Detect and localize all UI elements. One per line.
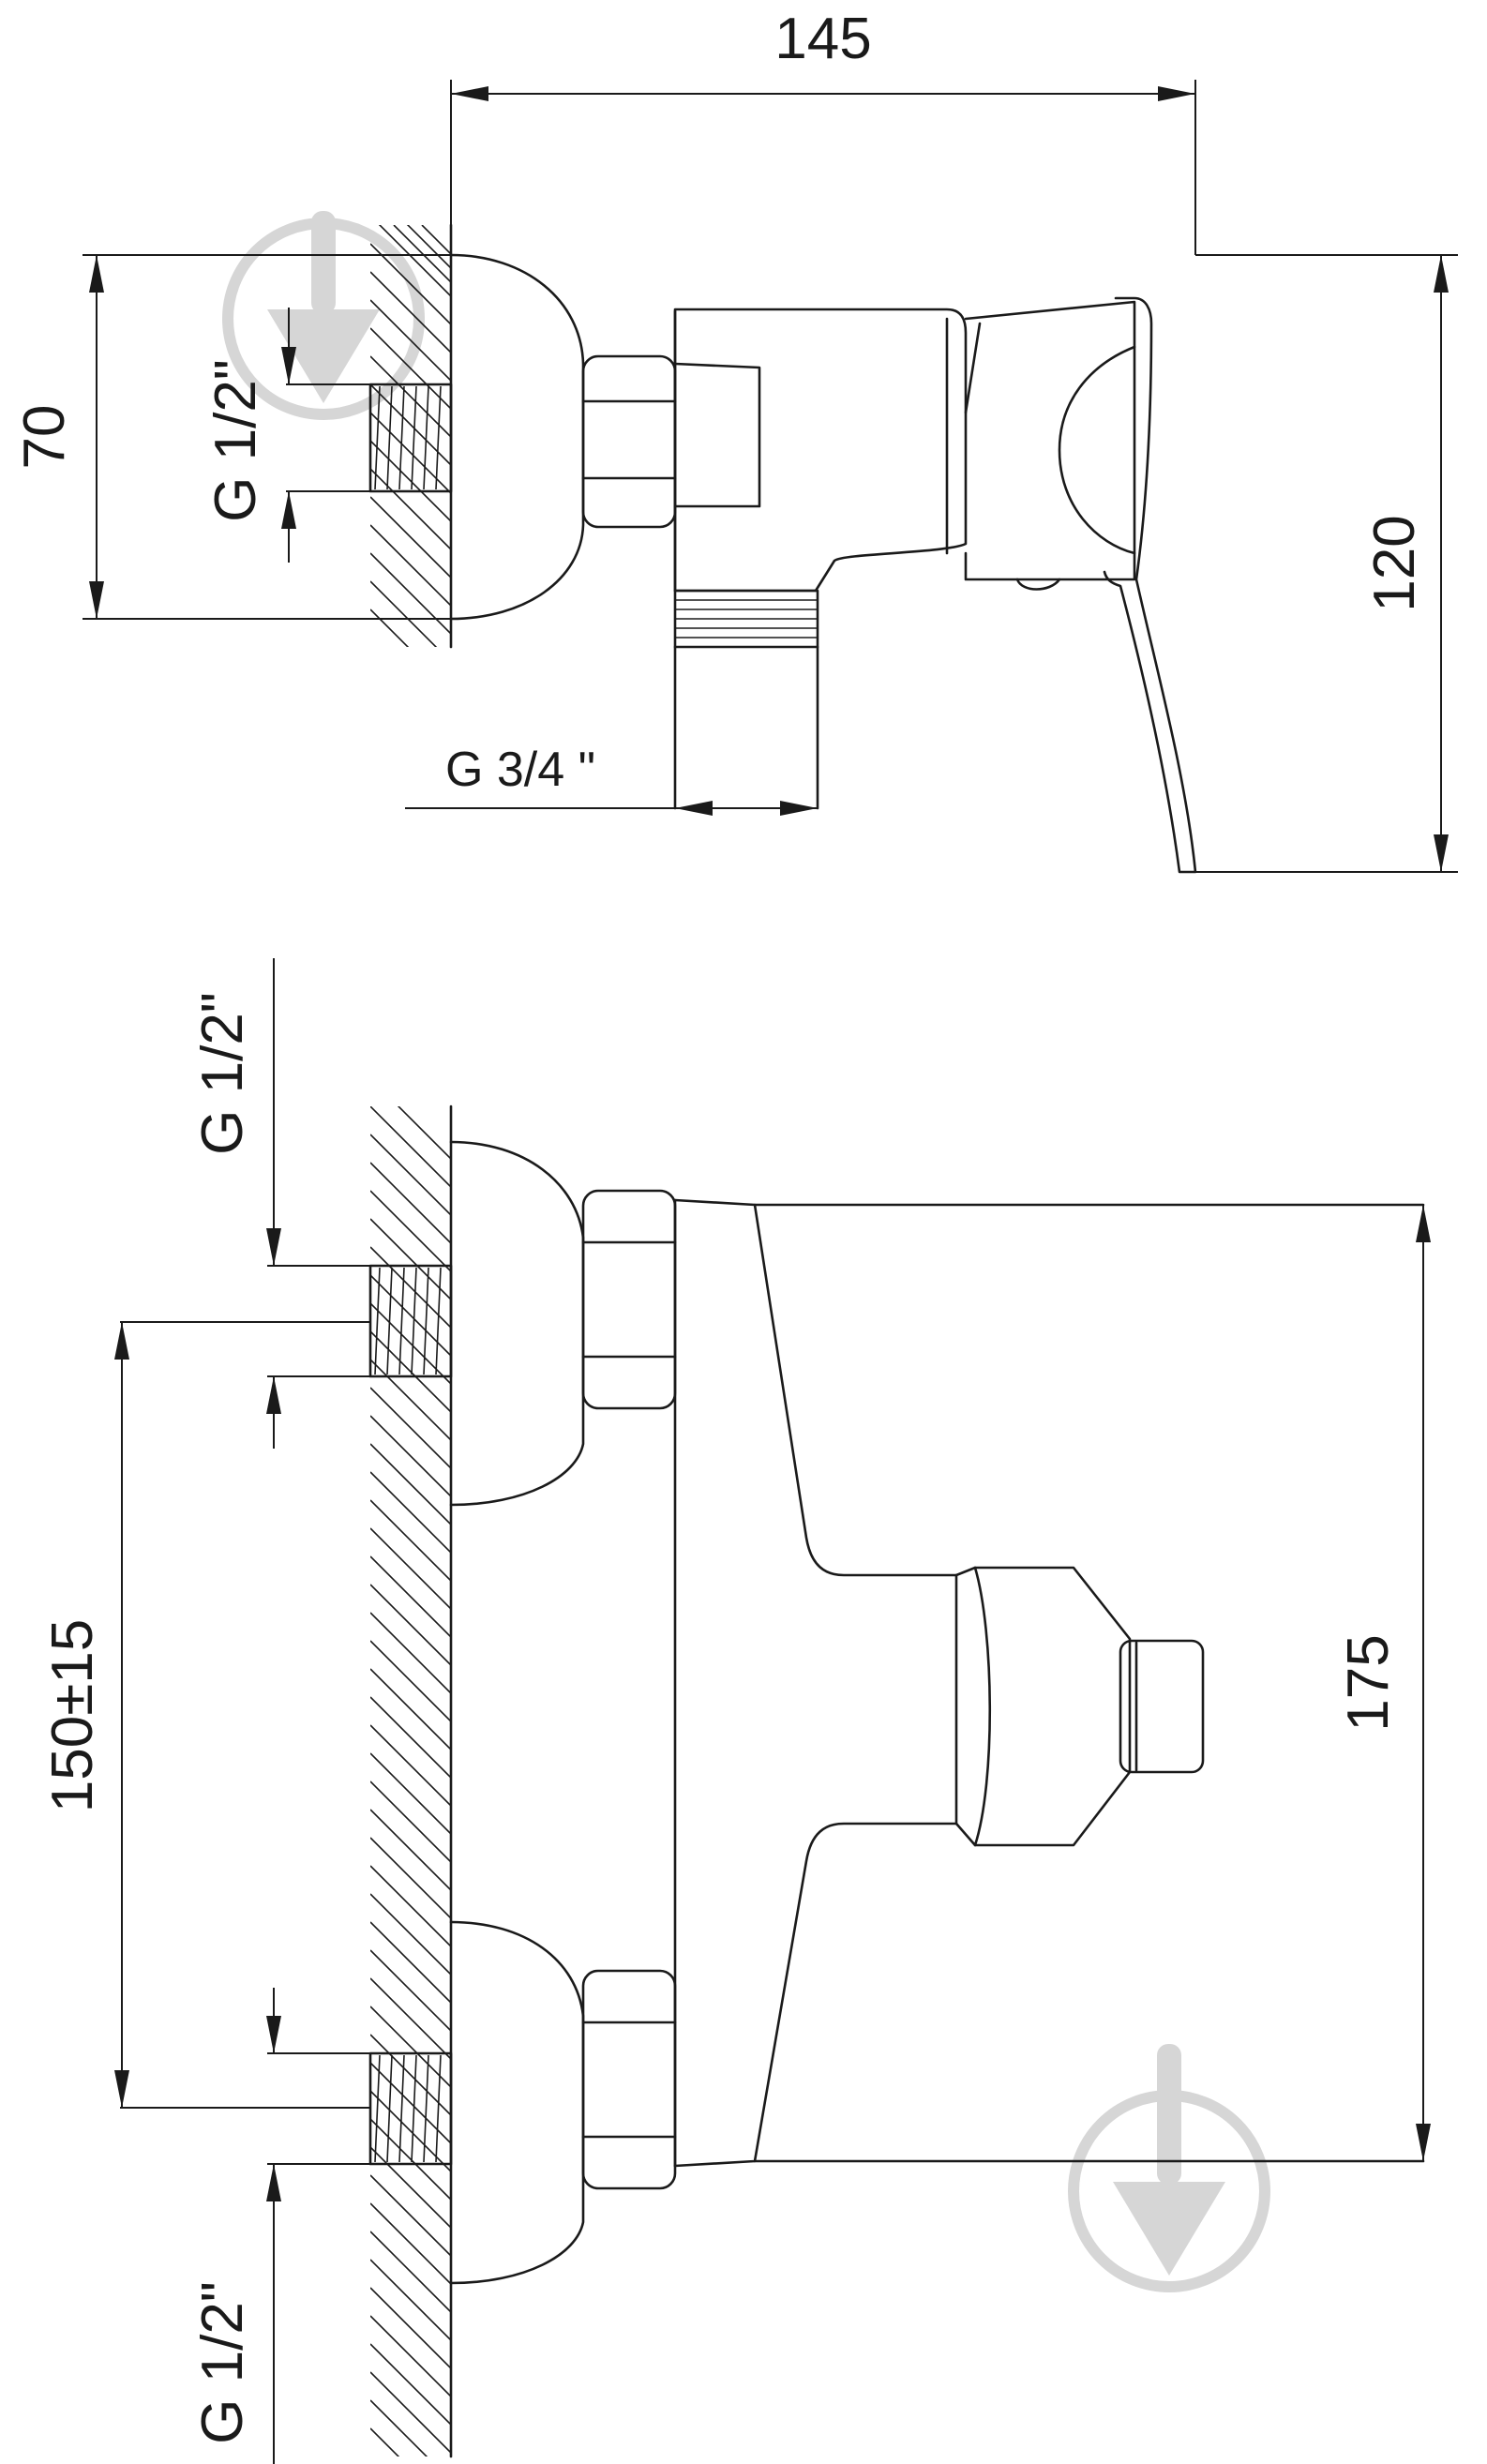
front-view: 175 150±15 G 1/2" <box>40 958 1431 2464</box>
cartridge-cap-side <box>964 300 1136 581</box>
inlet-thread-top <box>368 1264 453 1378</box>
inlet-thread-bottom <box>368 2051 453 2166</box>
dimension-inlet-side: G 1/2" <box>203 308 370 563</box>
mixer-body-front <box>673 1198 958 2168</box>
inlet-thread-side-label: G 1/2" <box>203 359 268 522</box>
dimension-145: 145 <box>450 7 1196 255</box>
dimension-150: 150±15 <box>40 1321 370 2109</box>
escutcheon-side <box>449 253 585 621</box>
hex-nut-bottom-front <box>581 1969 677 2190</box>
dimension-inlet-bottom: G 1/2" <box>190 1988 370 2464</box>
dimension-70-label: 70 <box>12 405 77 470</box>
dimension-145-label: 145 <box>774 7 871 71</box>
dimension-outlet: G 3/4 " <box>405 743 818 816</box>
mixer-body-side <box>673 308 968 593</box>
escutcheon-bottom-front <box>449 1920 585 2285</box>
dimension-inlet-top: G 1/2" <box>190 958 370 1449</box>
hex-nut-side <box>581 354 677 529</box>
dimension-120: 120 <box>1195 254 1458 873</box>
lever-side <box>1103 296 1197 874</box>
lever-hub-front <box>954 1566 1205 1847</box>
inlet-thread-side <box>368 383 453 493</box>
wall-hatching-front <box>370 1106 451 2456</box>
dimension-70: 70 <box>12 254 451 620</box>
dimension-175: 175 <box>1336 1205 1431 2161</box>
watermark-logo-bottom <box>1068 2044 1270 2292</box>
outlet-thread-label: G 3/4 " <box>445 743 595 797</box>
watermark-logo-top <box>222 211 425 420</box>
inlet-bottom-label: G 1/2" <box>190 2281 255 2444</box>
inlet-top-label: G 1/2" <box>190 992 255 1155</box>
hex-nut-top-front <box>581 1189 677 1410</box>
dimension-120-label: 120 <box>1362 515 1427 611</box>
escutcheon-top-front <box>449 1140 585 1507</box>
dimension-175-label: 175 <box>1336 1634 1401 1731</box>
dimension-150-label: 150±15 <box>40 1619 105 1812</box>
outlet-thread-side <box>673 589 819 810</box>
side-view: 145 70 120 G 1/2" <box>12 7 1458 874</box>
